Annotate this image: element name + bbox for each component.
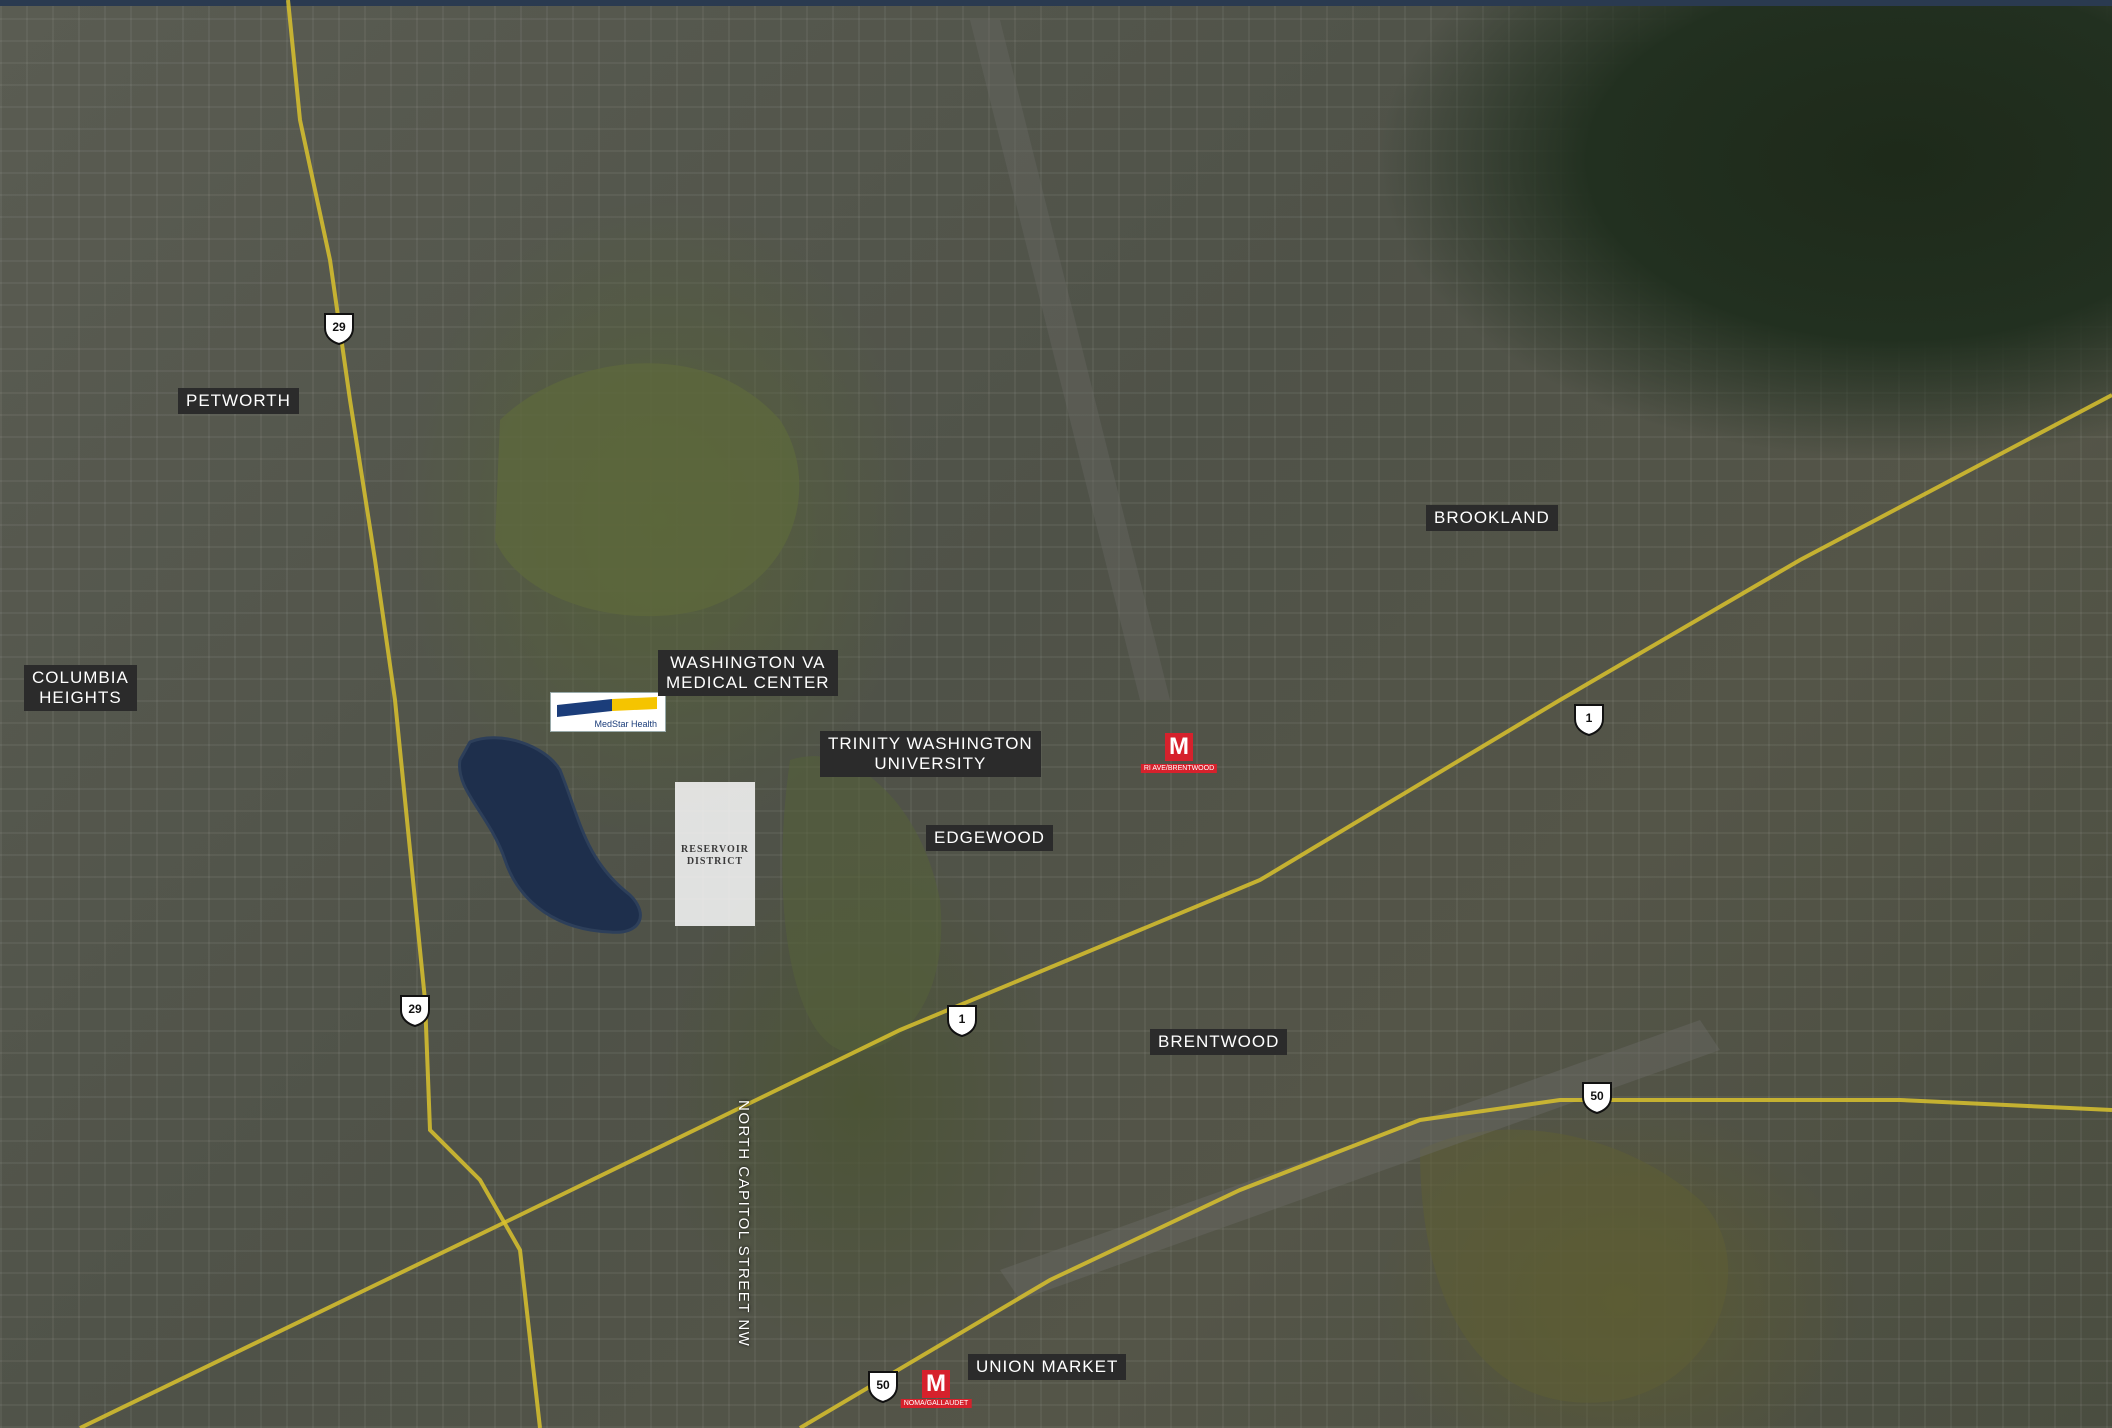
label-petworth: PETWORTH bbox=[178, 388, 299, 414]
us-route-shield-icon: 50 bbox=[1580, 1080, 1614, 1115]
medstar-logo-icon: MedStar Health bbox=[550, 692, 666, 732]
label-washington-va-medical-center: WASHINGTON VA MEDICAL CENTER bbox=[658, 650, 838, 696]
label-columbia-heights: COLUMBIA HEIGHTS bbox=[24, 665, 137, 711]
us-route-shield-icon: 50 bbox=[866, 1369, 900, 1404]
arboretum-area bbox=[1420, 1129, 1729, 1403]
metro-icon[interactable]: M NOMA/GALLAUDET bbox=[900, 1370, 972, 1408]
label-brookland: BROOKLAND bbox=[1426, 505, 1558, 531]
railyard bbox=[1000, 1020, 1720, 1300]
reservoir-water bbox=[458, 736, 642, 934]
us-route-shield-icon: 1 bbox=[1572, 702, 1606, 737]
cemetery-area bbox=[782, 756, 942, 1052]
label-brentwood: BRENTWOOD bbox=[1150, 1029, 1288, 1055]
us-route-shield-icon: 1 bbox=[945, 1003, 979, 1038]
us-50-route-line bbox=[798, 1098, 2112, 1428]
reservoir-district-site[interactable]: RESERVOIR DISTRICT bbox=[675, 782, 755, 926]
us-route-shield-icon: 29 bbox=[398, 993, 432, 1028]
top-border bbox=[0, 0, 2112, 6]
label-trinity-washington-university: TRINITY WASHINGTON UNIVERSITY bbox=[820, 731, 1041, 777]
label-north-capitol-street: NORTH CAPITOL STREET NW bbox=[735, 1100, 752, 1348]
medstar-swoosh bbox=[557, 697, 657, 717]
reservoir-district-label: RESERVOIR DISTRICT bbox=[681, 844, 749, 867]
us-1-route-line bbox=[79, 393, 2112, 1428]
medstar-label: MedStar Health bbox=[594, 719, 657, 729]
label-union-market: UNION MARKET bbox=[968, 1354, 1127, 1380]
metro-icon[interactable]: M RI AVE/BRENTWOOD bbox=[1140, 733, 1218, 773]
metro-station-rhode-island: RI AVE/BRENTWOOD bbox=[1140, 764, 1218, 773]
metro-letter: M bbox=[922, 1370, 950, 1398]
metro-letter: M bbox=[1165, 733, 1193, 761]
rail-corridor bbox=[970, 20, 1170, 700]
us-route-shield-icon: 29 bbox=[322, 311, 356, 346]
label-edgewood: EDGEWOOD bbox=[926, 825, 1053, 851]
metro-station-noma: NOMA/GALLAUDET bbox=[900, 1399, 972, 1408]
golf-course-area bbox=[495, 363, 800, 617]
us-29-route-line bbox=[286, 0, 542, 1428]
